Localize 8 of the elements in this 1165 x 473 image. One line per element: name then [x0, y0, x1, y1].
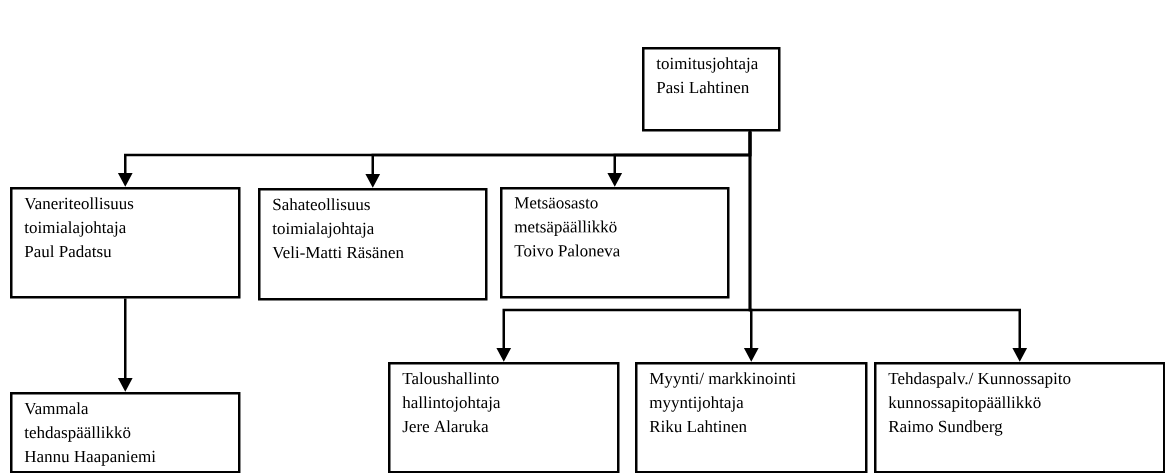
org-box: Taloushallinto hallintojohtaja Jere Alaruka — [388, 362, 620, 473]
org-box: Myynti/ markkinointi myyntijohtaja Riku Lahtinen — [635, 362, 868, 473]
org-box: Sahateollisuus toimialajohtaja Veli-Matti Räsänen — [258, 188, 488, 301]
org-box: toimitusjohtaja Pasi Lahtinen — [642, 47, 781, 132]
org-box: Vammala tehdaspäällikkö Hannu Haapaniemi — [10, 392, 241, 473]
org-box: Metsäosasto metsäpäällikkö Toivo Paloneva — [500, 187, 730, 299]
org-box: Tehdaspalv./ Kunnossapito kunnossapitopäällikkö Raimo Sundberg — [874, 362, 1165, 473]
org-box: Vaneriteollisuus toimialajohtaja Paul Padatsu — [10, 187, 241, 299]
